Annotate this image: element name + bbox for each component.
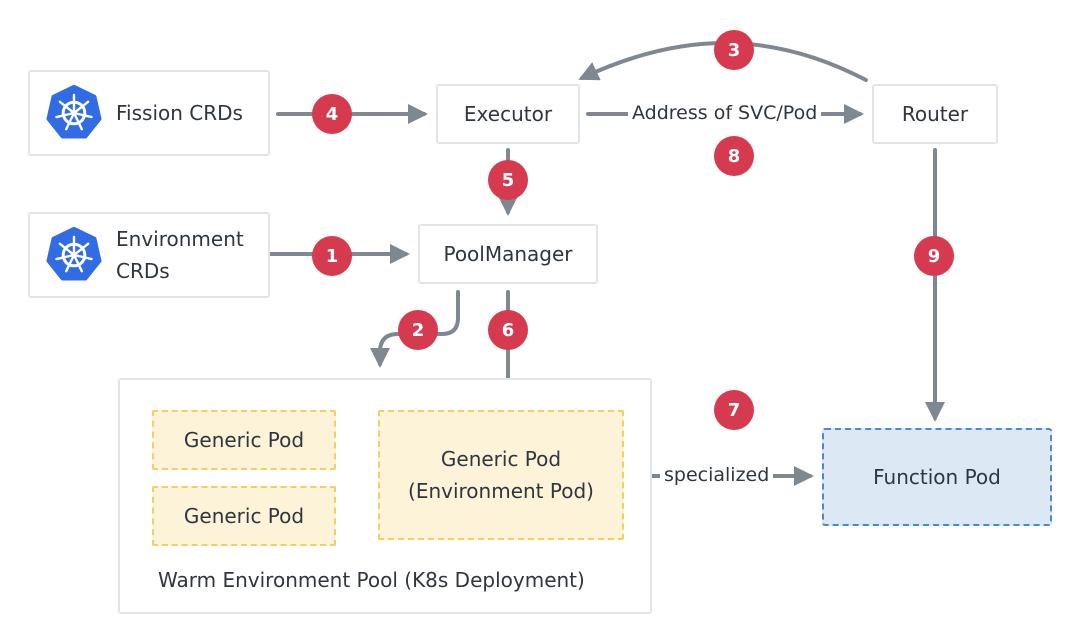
fission-crds-label: Fission CRDs [116, 101, 243, 125]
router-box: Router [872, 84, 998, 144]
generic-pod-2-label: Generic Pod [183, 504, 305, 528]
environment-pod-line1: Generic Pod [440, 447, 562, 471]
step-badge-9: 9 [914, 236, 954, 276]
address-of-svc-pod-label: Address of SVC/Pod [628, 102, 822, 124]
generic-pod-2: Generic Pod [152, 486, 336, 546]
environment-crds-line1: Environment [116, 227, 244, 251]
executor-label: Executor [463, 102, 553, 126]
environment-pod: Generic Pod (Environment Pod) [378, 410, 624, 540]
environment-pod-line2: (Environment Pod) [408, 479, 594, 503]
step-badge-6: 6 [488, 310, 528, 350]
kubernetes-icon [46, 226, 102, 281]
step-badge-5: 5 [488, 160, 528, 200]
function-pod-label: Function Pod [873, 465, 1001, 489]
step-badge-1: 1 [312, 236, 352, 276]
environment-crds-line2: CRDs [116, 259, 170, 283]
step-badge-8: 8 [714, 136, 754, 176]
step-badge-4: 4 [312, 94, 352, 134]
step-badge-2: 2 [398, 310, 438, 350]
environment-pod-label: Generic Pod (Environment Pod) [408, 443, 594, 507]
executor-box: Executor [436, 84, 580, 144]
generic-pod-1: Generic Pod [152, 410, 336, 470]
warm-environment-pool-label: Warm Environment Pool (K8s Deployment) [158, 568, 585, 592]
step-badge-3: 3 [714, 30, 754, 70]
step-badge-7: 7 [714, 390, 754, 430]
specialized-label: specialized [660, 464, 774, 486]
router-label: Router [901, 102, 969, 126]
poolmanager-box: PoolManager [418, 224, 598, 284]
function-pod: Function Pod [822, 428, 1052, 526]
poolmanager-label: PoolManager [443, 242, 573, 266]
environment-crds-label: Environment CRDs [116, 223, 244, 287]
environment-crds-box: Environment CRDs [28, 212, 270, 298]
kubernetes-icon [46, 84, 102, 139]
fission-crds-box: Fission CRDs [28, 70, 270, 156]
generic-pod-1-label: Generic Pod [183, 428, 305, 452]
